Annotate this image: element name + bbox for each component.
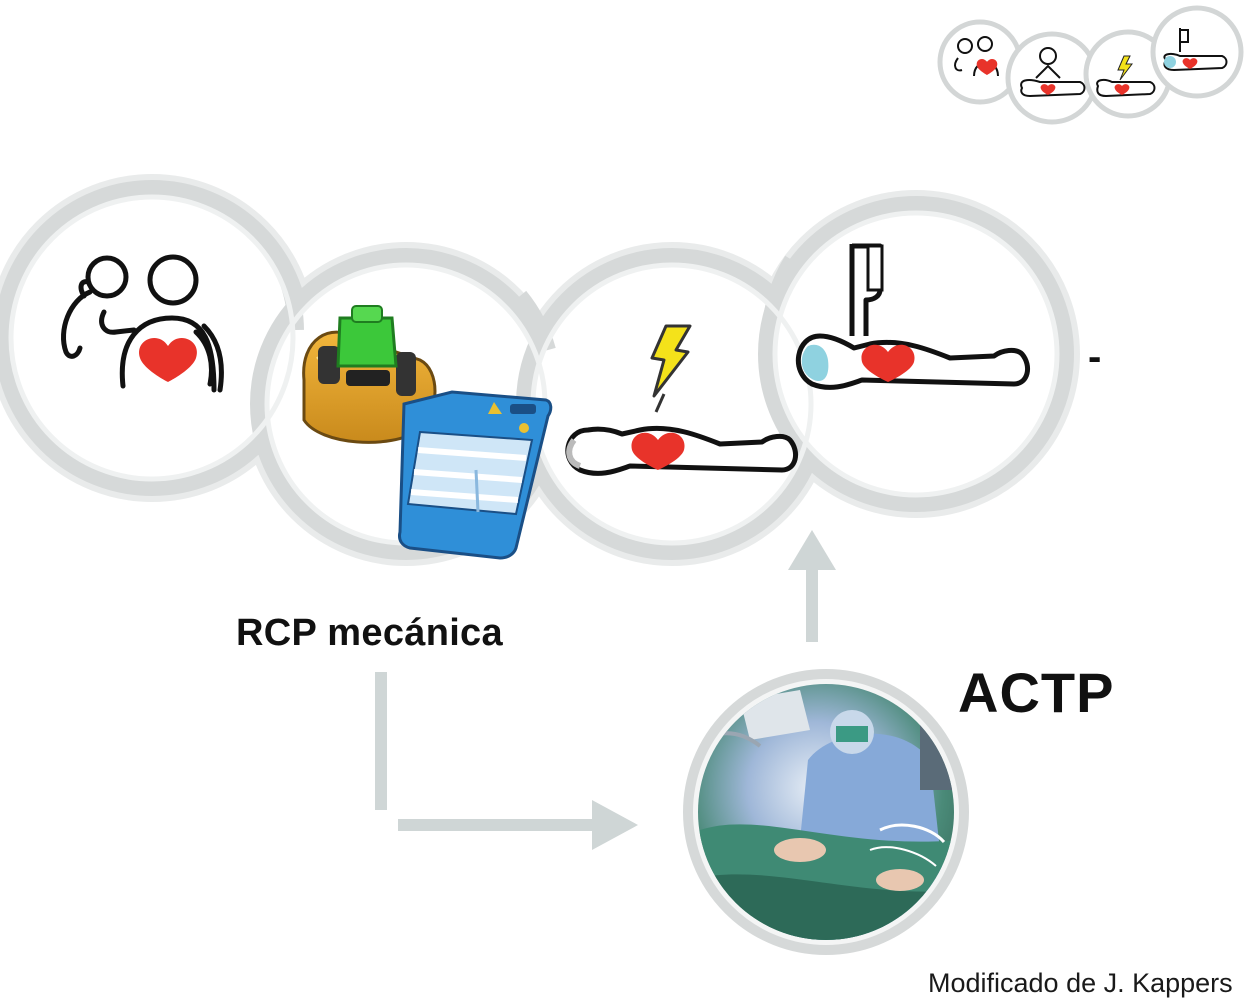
arrow-path-to-actp	[375, 672, 638, 850]
chain-of-survival-thumbnail	[940, 8, 1241, 122]
arrow-up	[788, 530, 836, 642]
source-credit: Modificado de J. Kappers	[928, 968, 1233, 999]
pci-label: ACTP	[958, 660, 1114, 725]
mechanical-cpr-label: RCP mecánica	[236, 612, 503, 655]
dash-mark: -	[1088, 335, 1101, 380]
cath-lab-photo	[688, 674, 970, 950]
